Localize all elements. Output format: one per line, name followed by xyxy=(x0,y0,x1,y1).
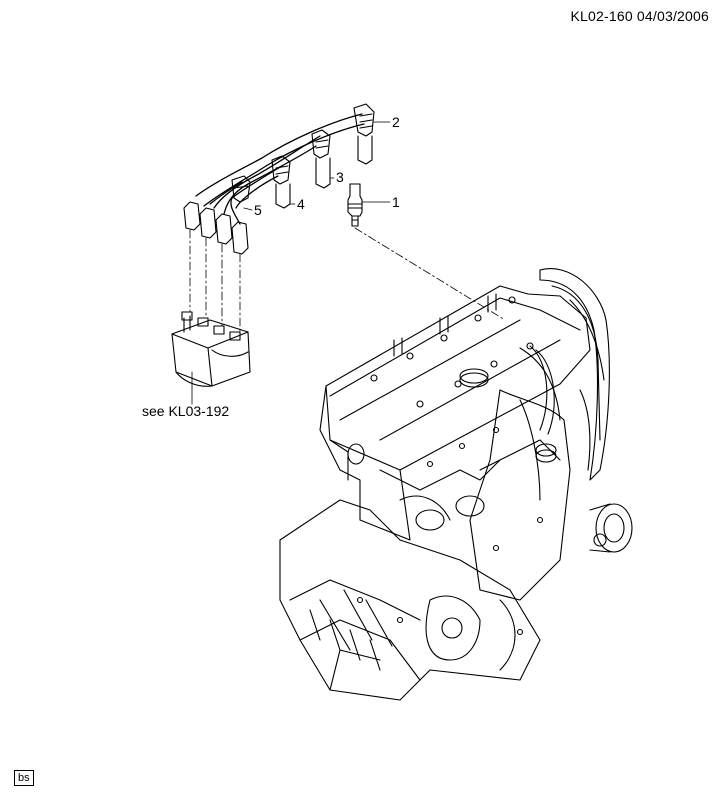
corner-mark: bs xyxy=(14,769,34,786)
callout-4-plug-wire: 4 xyxy=(297,196,305,212)
cross-reference-label: see KL03-192 xyxy=(142,403,230,419)
callout-1-spark-plug: 1 xyxy=(392,194,400,210)
engine-assembly xyxy=(279,268,633,701)
spark-plug xyxy=(347,183,363,227)
callout-5-plug-wire: 5 xyxy=(254,202,262,218)
spark-plug-wire-set xyxy=(183,103,375,255)
callout-leaders xyxy=(191,121,391,405)
callout-2-plug-wire: 2 xyxy=(392,114,400,130)
ignition-coil-pack xyxy=(171,311,251,387)
diagram-reference-id: KL02-160 04/03/2006 xyxy=(570,8,709,24)
leader-lines xyxy=(189,227,506,333)
callout-3-plug-wire: 3 xyxy=(336,169,344,185)
